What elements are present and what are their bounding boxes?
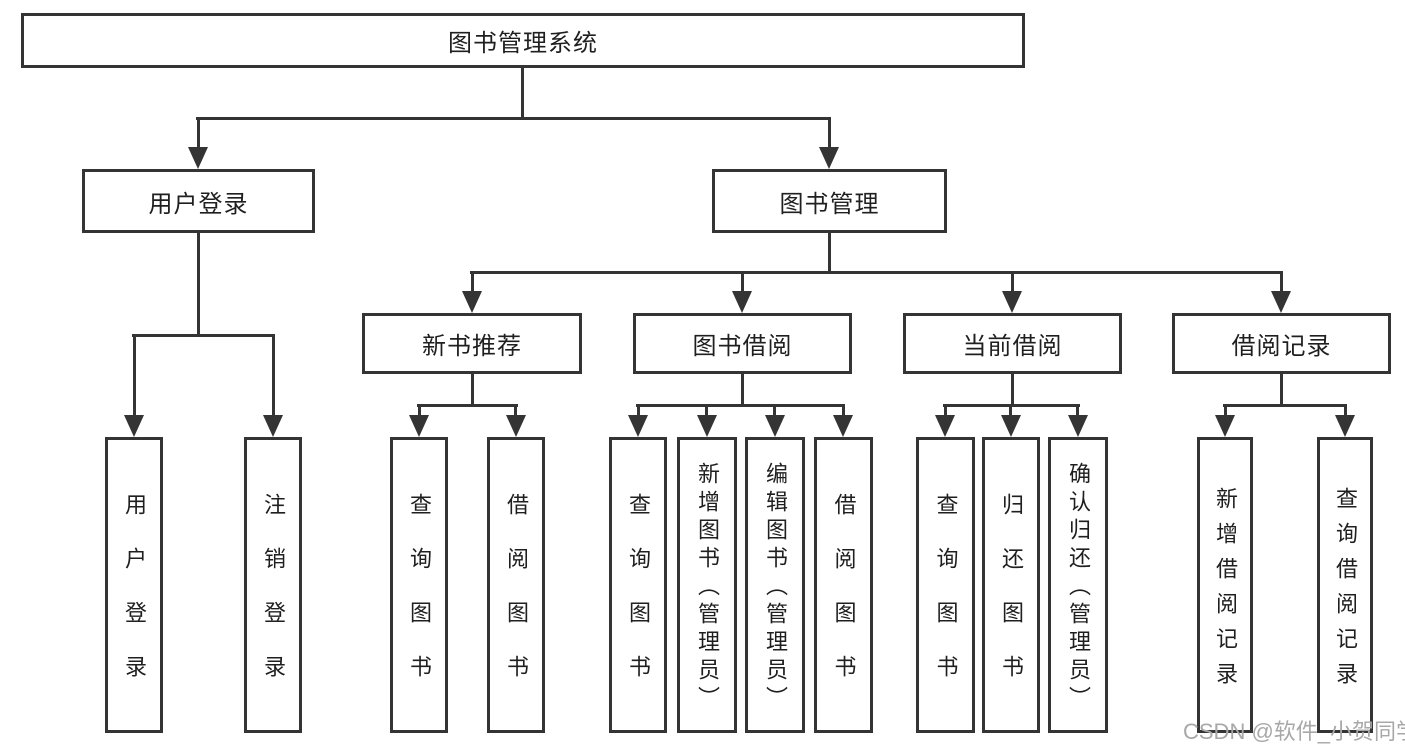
arrow-down-icon	[506, 415, 526, 437]
arrow-down-icon	[1335, 415, 1355, 437]
connector-line	[197, 233, 200, 336]
connector-line	[196, 117, 831, 120]
leaf-bb-edit-books-admin: 编辑图书（管理员）	[745, 437, 805, 733]
arrow-down-icon	[765, 415, 785, 437]
node-label: 新书推荐	[422, 333, 522, 360]
connector-line	[842, 404, 845, 417]
node-library-management-system: 图书管理系统	[21, 13, 1025, 68]
leaf-label: 归还图书	[999, 493, 1024, 709]
connector-line	[418, 404, 421, 417]
leaf-label: 借阅图书	[831, 493, 857, 709]
arrow-down-icon	[188, 147, 208, 169]
connector-line	[1224, 404, 1227, 417]
leaf-nb-query-books: 查询图书	[390, 437, 448, 733]
connector-line	[133, 334, 136, 416]
node-user-login: 用户登录	[82, 169, 315, 233]
arrow-down-icon	[935, 415, 955, 437]
leaf-label: 确认归还（管理员）	[1066, 462, 1091, 714]
leaf-br-add-record: 新增借阅记录	[1197, 437, 1253, 733]
node-label: 图书管理系统	[448, 30, 598, 57]
node-label: 借阅记录	[1231, 333, 1332, 360]
leaf-label: 用户登录	[122, 493, 147, 709]
node-label: 图书管理	[779, 190, 880, 218]
connector-line	[1280, 374, 1283, 407]
leaf-br-query-record: 查询借阅记录	[1317, 437, 1373, 733]
connector-line	[1076, 404, 1079, 417]
arrow-down-icon	[819, 147, 839, 169]
node-new-book-recommendation: 新书推荐	[362, 313, 582, 374]
connector-line	[828, 233, 831, 274]
connector-line	[197, 117, 200, 149]
arrow-down-icon	[1002, 291, 1022, 313]
connector-line	[1223, 404, 1347, 407]
connector-line	[741, 271, 744, 293]
arrow-down-icon	[628, 415, 648, 437]
connector-line	[471, 271, 474, 293]
connector-line	[1344, 404, 1347, 417]
arrow-down-icon	[1215, 415, 1235, 437]
node-book-management: 图书管理	[712, 169, 947, 233]
connector-line	[514, 404, 517, 417]
connector-line	[470, 271, 1283, 274]
connector-line	[1009, 404, 1012, 417]
arrow-down-icon	[697, 415, 717, 437]
leaf-label: 查询借阅记录	[1333, 486, 1358, 697]
connector-line	[773, 404, 776, 417]
connector-line	[132, 334, 275, 337]
leaf-label: 编辑图书（管理员）	[763, 462, 788, 714]
connector-line	[828, 117, 831, 149]
leaf-cb-confirm-return-admin: 确认归还（管理员）	[1048, 437, 1108, 733]
node-book-borrowing: 图书借阅	[633, 313, 852, 374]
node-label: 用户登录	[148, 190, 249, 218]
leaf-user-login: 用户登录	[105, 437, 163, 733]
csdn-watermark: CSDN @软件_小贺同学	[1183, 719, 1405, 744]
leaf-bb-borrow-books: 借阅图书	[814, 437, 873, 733]
leaf-label: 新增图书（管理员）	[695, 462, 720, 714]
connector-line	[417, 404, 518, 407]
leaf-label: 查询图书	[933, 493, 959, 709]
node-borrowing-records: 借阅记录	[1172, 313, 1391, 374]
node-label: 当前借阅	[962, 333, 1063, 360]
arrow-down-icon	[462, 291, 482, 313]
connector-line	[471, 374, 474, 407]
connector-line	[741, 374, 744, 407]
node-label: 图书借阅	[692, 333, 793, 360]
leaf-label: 借阅图书	[504, 493, 529, 709]
connector-line	[1011, 374, 1014, 407]
leaf-label: 查询图书	[626, 493, 651, 709]
leaf-nb-borrow-books: 借阅图书	[487, 437, 545, 733]
leaf-bb-query-books: 查询图书	[609, 437, 667, 733]
arrow-down-icon	[1001, 415, 1021, 437]
connector-line	[637, 404, 640, 417]
connector-line	[1280, 271, 1283, 293]
connector-line	[944, 404, 947, 417]
leaf-cb-return-books: 归还图书	[982, 437, 1040, 733]
arrow-down-icon	[732, 291, 752, 313]
arrow-down-icon	[409, 415, 429, 437]
arrow-down-icon	[1271, 291, 1291, 313]
leaf-cb-query-books: 查询图书	[916, 437, 975, 733]
connector-line	[521, 66, 524, 120]
leaf-logout: 注销登录	[244, 437, 302, 733]
arrow-down-icon	[124, 415, 144, 437]
connector-line	[636, 404, 845, 407]
leaf-bb-add-books-admin: 新增图书（管理员）	[677, 437, 737, 733]
connector-line	[705, 404, 708, 417]
connector-line	[1011, 271, 1014, 293]
arrow-down-icon	[1068, 415, 1088, 437]
arrow-down-icon	[263, 415, 283, 437]
leaf-label: 注销登录	[261, 493, 286, 709]
connector-line	[272, 334, 275, 416]
leaf-label: 新增借阅记录	[1213, 486, 1238, 697]
node-current-borrowing: 当前借阅	[903, 313, 1122, 374]
leaf-label: 查询图书	[407, 493, 432, 709]
arrow-down-icon	[833, 415, 853, 437]
